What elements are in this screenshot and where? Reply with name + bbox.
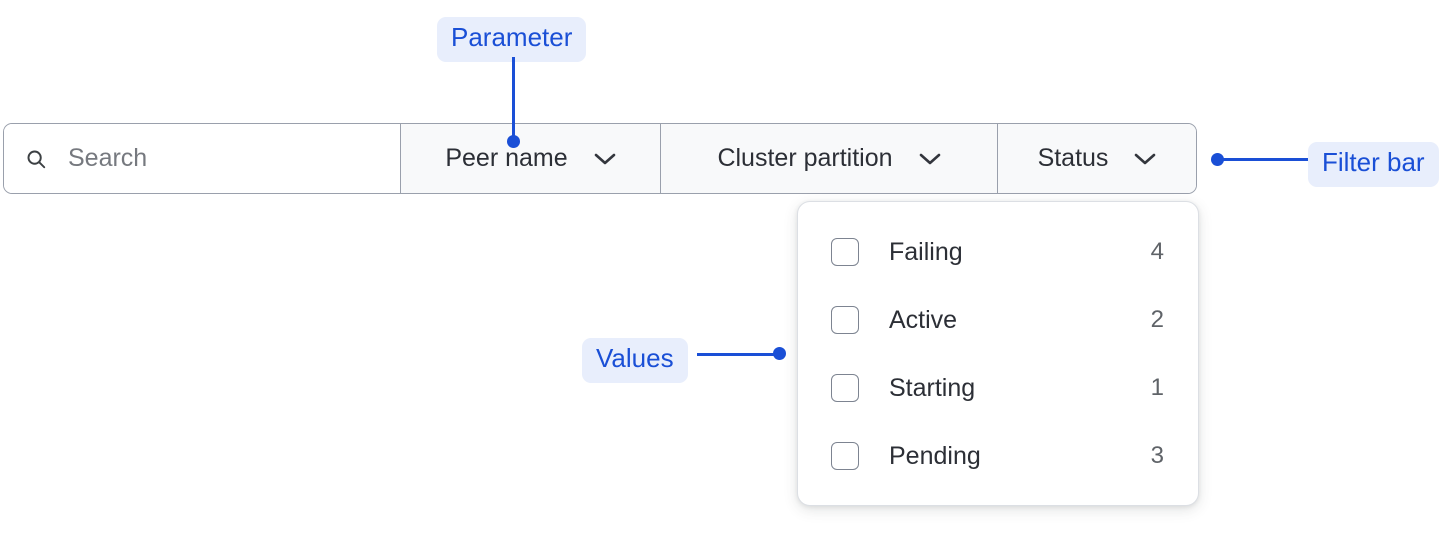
annotation-parameter-dot — [507, 135, 520, 148]
search-input[interactable] — [68, 144, 368, 173]
filter-button-status[interactable]: Status — [998, 124, 1196, 193]
annotation-parameter: Parameter — [437, 17, 587, 62]
chevron-down-icon — [594, 152, 616, 166]
checkbox-failing[interactable] — [831, 238, 859, 266]
dropdown-option-pending[interactable]: Pending 3 — [798, 422, 1198, 490]
filter-button-cluster-partition[interactable]: Cluster partition — [661, 124, 998, 193]
dropdown-option-count: 3 — [1150, 442, 1164, 469]
search-icon — [25, 148, 47, 170]
annotation-filter-bar-connector — [1218, 158, 1310, 161]
annotation-values: Values — [582, 338, 688, 383]
dropdown-option-failing[interactable]: Failing 4 — [798, 218, 1198, 286]
chevron-down-icon — [1134, 152, 1156, 166]
chevron-down-icon — [919, 152, 941, 166]
dropdown-option-label: Active — [889, 305, 958, 334]
filter-button-status-label: Status — [1037, 144, 1109, 172]
status-dropdown-panel: Failing 4 Active 2 Starting 1 Pending 3 — [797, 201, 1199, 506]
dropdown-option-label: Pending — [889, 441, 981, 470]
checkbox-active[interactable] — [831, 306, 859, 334]
annotation-filter-bar-dot — [1211, 153, 1224, 166]
checkbox-starting[interactable] — [831, 374, 859, 402]
annotation-values-connector — [697, 353, 779, 356]
dropdown-option-count: 2 — [1150, 306, 1164, 333]
annotation-filter-bar: Filter bar — [1308, 142, 1439, 187]
dropdown-option-label: Starting — [889, 373, 976, 402]
dropdown-option-label: Failing — [889, 237, 963, 266]
dropdown-option-count: 4 — [1150, 238, 1164, 265]
search-field[interactable] — [4, 124, 401, 193]
filter-button-cluster-partition-label: Cluster partition — [717, 144, 893, 172]
filter-bar: Peer name Cluster partition Status — [3, 123, 1197, 194]
annotation-values-dot — [773, 347, 786, 360]
dropdown-option-starting[interactable]: Starting 1 — [798, 354, 1198, 422]
annotation-parameter-connector — [512, 57, 515, 139]
dropdown-option-active[interactable]: Active 2 — [798, 286, 1198, 354]
filter-button-peer-name-label: Peer name — [445, 144, 568, 172]
checkbox-pending[interactable] — [831, 442, 859, 470]
dropdown-option-count: 1 — [1150, 374, 1164, 401]
filter-button-peer-name[interactable]: Peer name — [401, 124, 661, 193]
